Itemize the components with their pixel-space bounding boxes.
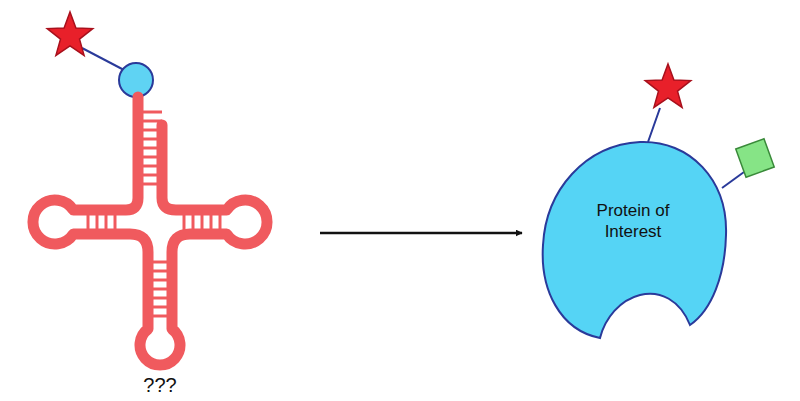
protein-shape: [543, 142, 726, 338]
trna-outline: [20, 90, 320, 398]
trna-node: ???: [20, 90, 320, 398]
linker-line: [648, 108, 660, 142]
protein-node: Protein of Interest: [522, 130, 737, 355]
protein-label: Protein of Interest: [577, 200, 689, 243]
linker-line: [722, 172, 744, 188]
anticodon-label: ???: [120, 373, 200, 398]
label-star: [645, 64, 691, 107]
reaction-arrow: [320, 232, 522, 235]
protein-outline: [522, 130, 737, 355]
tag-square: [736, 139, 774, 177]
linker-line: [82, 48, 124, 70]
label-star: [47, 12, 93, 55]
trna-strand: [33, 97, 267, 365]
